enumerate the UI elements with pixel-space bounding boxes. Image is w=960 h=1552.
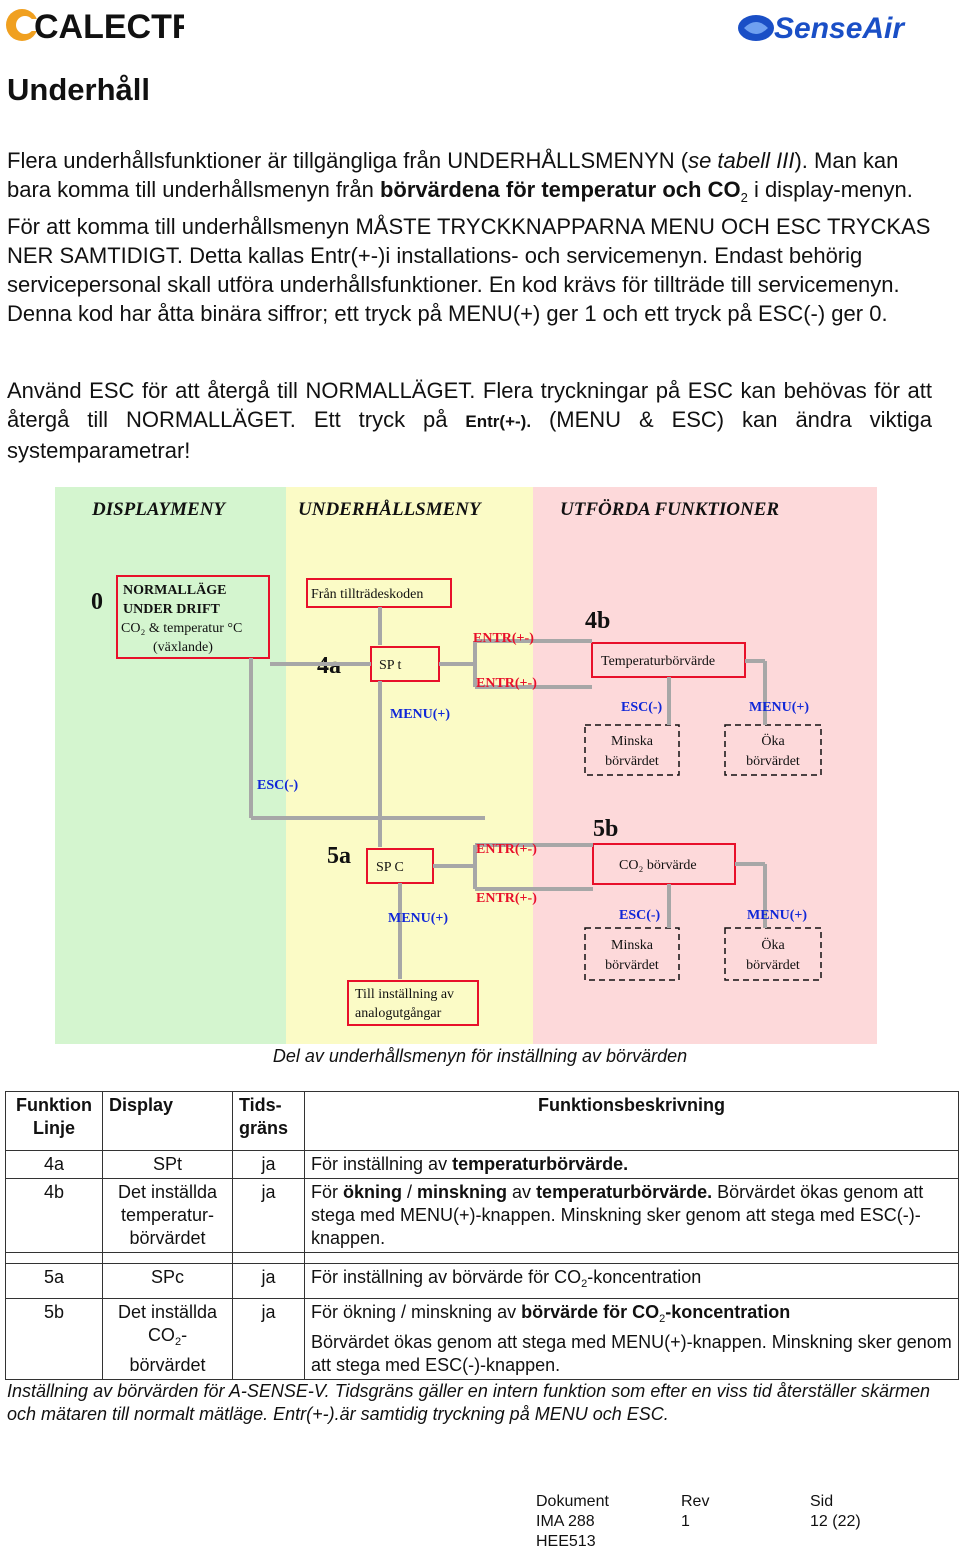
normal-box-line1: NORMALLÄGE — [123, 582, 226, 598]
intro-paragraph: Flera underhållsfunktioner är tillgängli… — [7, 148, 931, 326]
header-tidsgrans: Tids-gräns — [232, 1091, 305, 1151]
header-beskrivning: Funktionsbeskrivning — [304, 1091, 959, 1151]
minska-1-line1: Minska — [611, 734, 654, 749]
spt-box-text: SP t — [379, 658, 402, 673]
normal-box-line3: CO₂ & temperatur °C — [121, 621, 242, 636]
oka-1-line2: börvärdet — [746, 754, 800, 769]
esc-label-3: ESC(-) — [619, 908, 661, 923]
minska-2-line2: börvärdet — [605, 958, 659, 973]
underhallsmeny-column — [286, 487, 533, 1044]
minska-box-2 — [584, 927, 680, 981]
oka-box-2 — [724, 927, 822, 981]
calectro-logo: CALECTRO — [6, 8, 184, 46]
warning-paragraph: Använd ESC för att återgå till NORMALLÄG… — [7, 378, 932, 463]
footer-dokument: Dokument IMA 288 HEE513 — [536, 1493, 609, 1550]
temperaturborvarde-text: Temperaturbörvärde — [601, 654, 715, 669]
normal-box-line4: (växlande) — [153, 640, 213, 655]
senseair-logo-text: SenseAir — [774, 12, 906, 45]
table-row: 4a SPt ja För inställning av temperaturb… — [5, 1150, 959, 1179]
senseair-logo: SenseAir — [738, 12, 906, 45]
table-row: 5a SPc ja För inställning av börvärde fö… — [5, 1263, 959, 1299]
esc-label-1: ESC(-) — [257, 778, 299, 793]
oka-box-1 — [724, 724, 822, 776]
minska-box-1 — [584, 724, 680, 776]
footer-rev: Rev 1 — [681, 1493, 710, 1530]
spc-box-text: SP C — [376, 860, 404, 875]
label-5b: 5b — [593, 816, 618, 842]
menu-label-1: MENU(+) — [390, 707, 450, 722]
footer-sid: Sid 12 (22) — [810, 1493, 861, 1530]
entr-label-1: ENTR(+-) — [473, 631, 534, 646]
co2-borvarde-text: CO₂ börvärde — [619, 858, 697, 873]
menu-label-2: MENU(+) — [388, 911, 448, 926]
diagram-caption: Del av underhållsmenyn för inställning a… — [272, 1046, 688, 1066]
normal-mode-box — [116, 575, 270, 659]
oka-2-line2: börvärdet — [746, 958, 800, 973]
label-0: 0 — [91, 589, 103, 615]
col-header-underhallsmeny: UNDERHÅLLSMENY — [298, 499, 483, 520]
header-display: Display — [102, 1091, 233, 1151]
entr-label-4: ENTR(+-) — [476, 891, 537, 906]
displaymeny-column — [55, 487, 286, 1044]
entr-label-2: ENTR(+-) — [476, 676, 537, 691]
fran-box-text: Från tillträdeskoden — [311, 587, 423, 602]
menu-label-4: MENU(+) — [747, 908, 807, 923]
oka-2-line1: Öka — [761, 936, 785, 953]
analog-box-line1: Till inställning av — [355, 987, 454, 1002]
utforda-funktioner-column — [533, 487, 877, 1044]
calectro-logo-text: CALECTRO — [34, 8, 184, 46]
entr-label-3: ENTR(+-) — [476, 842, 537, 857]
label-4b: 4b — [585, 608, 610, 634]
analog-box-line2: analogutgångar — [355, 1006, 442, 1021]
minska-1-line2: börvärdet — [605, 754, 659, 769]
label-5a: 5a — [327, 843, 351, 869]
menu-label-3: MENU(+) — [749, 700, 809, 715]
col-header-displaymeny: DISPLAYMENY — [91, 499, 227, 520]
analog-box — [347, 980, 479, 1026]
maintenance-menu-diagram: DISPLAYMENY UNDERHÅLLSMENY UTFÖRDA FUNKT… — [55, 487, 877, 1044]
normal-box-line2: UNDER DRIFT — [123, 602, 221, 617]
table-note: Inställning av börvärden för A-SENSE-V. … — [7, 1381, 930, 1424]
esc-label-2: ESC(-) — [621, 700, 663, 715]
oka-1-line1: Öka — [761, 732, 785, 749]
col-header-utforda: UTFÖRDA FUNKTIONER — [560, 499, 779, 520]
minska-2-line1: Minska — [611, 938, 654, 953]
page-title: Underhåll — [7, 72, 150, 107]
